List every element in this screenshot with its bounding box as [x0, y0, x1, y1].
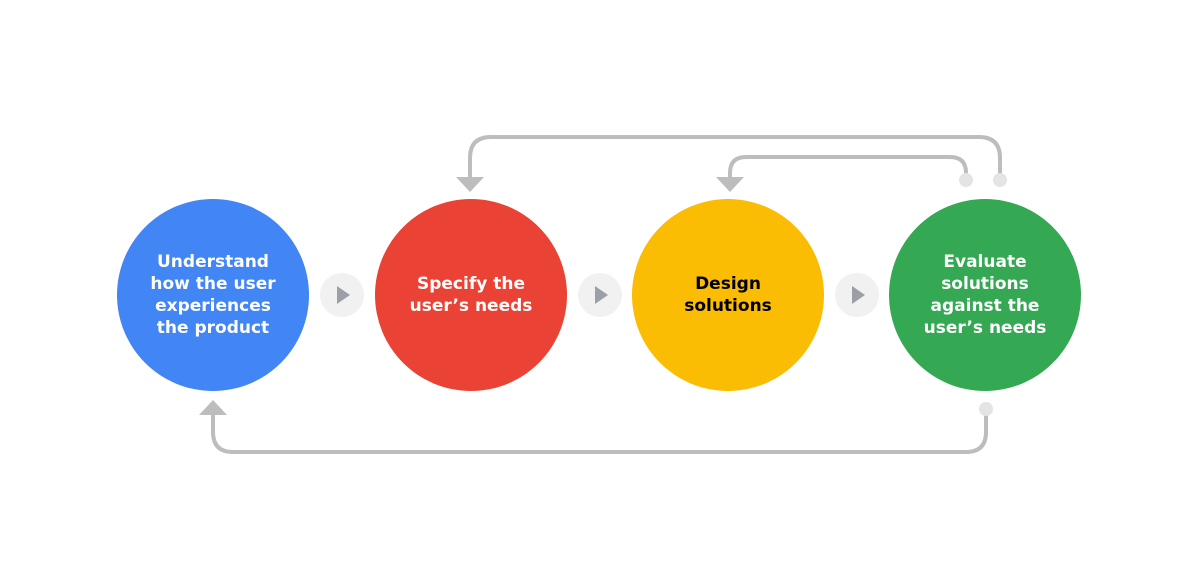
loop-arrowhead-specify: [456, 177, 484, 192]
stage-evaluate: Evaluate solutions against the user’s ne…: [889, 199, 1081, 391]
stage-evaluate-label: Evaluate solutions against the user’s ne…: [923, 252, 1047, 338]
loop-origin-dot: [959, 173, 973, 187]
feedback-loop-evaluate-to-design: [728, 155, 968, 180]
loop-arrowhead-understand: [199, 400, 227, 415]
feedback-loop-evaluate-to-specify: [468, 135, 1002, 180]
loop-origin-dot: [993, 173, 1007, 187]
stage-understand-label: Understand how the user experiences the …: [150, 252, 276, 338]
play-arrow-icon: [852, 286, 865, 304]
next-step-arrow: [835, 273, 879, 317]
stage-specify-label: Specify the user’s needs: [409, 274, 533, 316]
next-step-arrow: [320, 273, 364, 317]
loop-arrowhead-design: [716, 177, 744, 192]
play-arrow-icon: [595, 286, 608, 304]
stage-specify: Specify the user’s needs: [375, 199, 567, 391]
stage-understand: Understand how the user experiences the …: [117, 199, 309, 391]
stage-design-label: Design solutions: [684, 274, 772, 316]
stage-design: Design solutions: [632, 199, 824, 391]
loop-origin-dot: [979, 402, 993, 416]
next-step-arrow: [578, 273, 622, 317]
play-arrow-icon: [337, 286, 350, 304]
feedback-loop-evaluate-to-understand: [211, 410, 988, 454]
